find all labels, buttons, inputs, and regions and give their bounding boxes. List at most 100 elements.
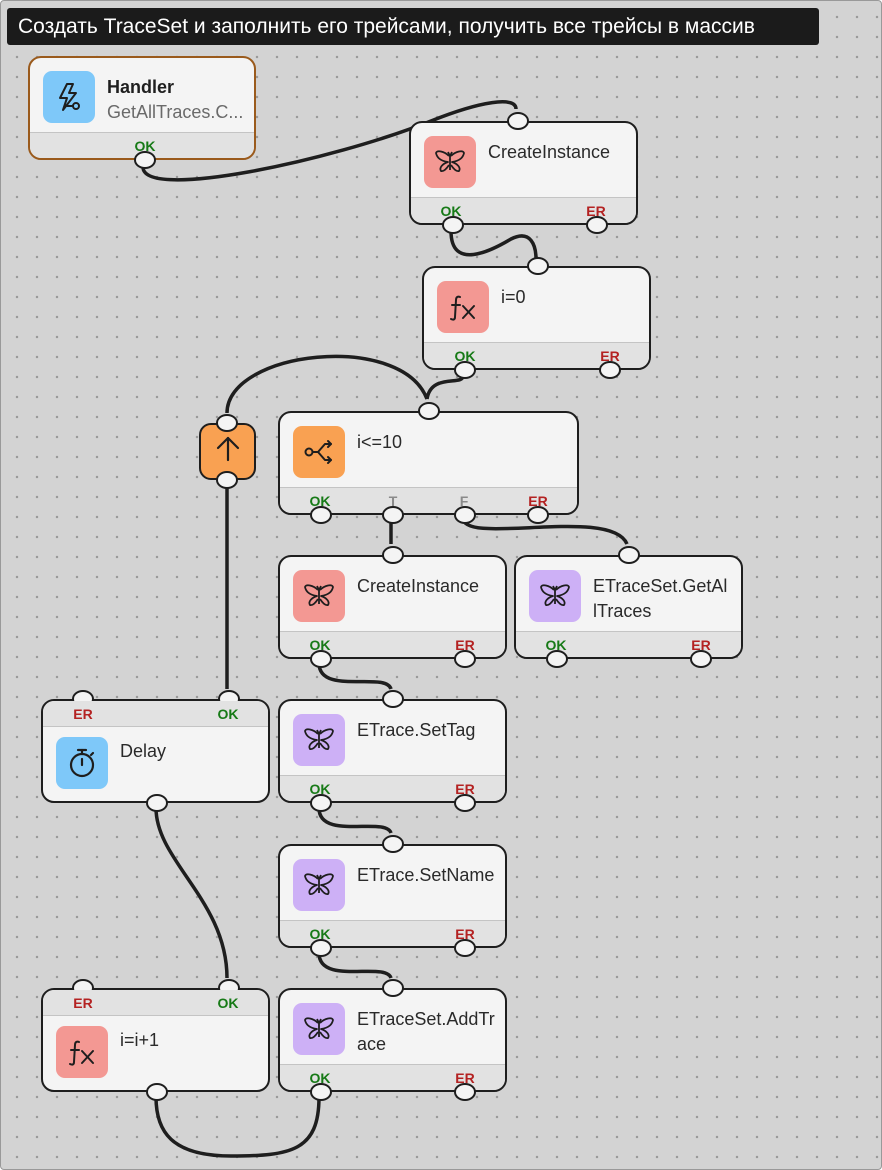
ok-port-label: OK — [309, 493, 331, 509]
addtrace-label: ETraceSet.AddTrace — [357, 1009, 495, 1054]
er-port-label: ER — [73, 995, 93, 1011]
handler-subtitle: GetAllTraces.C... — [107, 102, 244, 122]
createinstance-2-ok-port[interactable] — [310, 650, 332, 668]
delay-ports: ER OK — [43, 701, 268, 727]
ok-port-label: OK — [309, 637, 331, 653]
assign-i0-input-port[interactable] — [527, 257, 549, 275]
arrow-up-icon — [213, 434, 243, 469]
handler-node[interactable]: Handler GetAllTraces.C... OK — [28, 56, 256, 169]
ok-port-label: OK — [134, 138, 156, 154]
er-port-label: ER — [455, 781, 475, 797]
butterfly-icon — [293, 1003, 345, 1055]
addtrace-er-port[interactable] — [454, 1083, 476, 1101]
createinstance-1-er-port[interactable] — [586, 216, 608, 234]
gettraces-er-port[interactable] — [690, 650, 712, 668]
butterfly-icon — [424, 136, 476, 188]
addtrace-node[interactable]: ETraceSet.AddTrace OK ER — [278, 979, 507, 1101]
assign-i0-ports: OK ER — [424, 342, 649, 368]
branch-icon — [293, 426, 345, 478]
wire-condition-f-to-gettraces — [461, 517, 629, 545]
delay-input-port[interactable] — [146, 794, 168, 812]
condition-false-port[interactable] — [454, 506, 476, 524]
delay-node[interactable]: ER OK Delay — [41, 690, 270, 812]
setname-ok-port[interactable] — [310, 939, 332, 957]
ok-port-label: OK — [217, 706, 239, 722]
wire-i0-to-condition — [425, 375, 465, 400]
loop-back-node[interactable] — [199, 414, 256, 489]
gettraces-label: ETraceSet.GetAllTraces — [593, 576, 728, 621]
er-port-label: ER — [73, 706, 93, 722]
settag-node[interactable]: ETrace.SetTag OK ER — [278, 690, 507, 812]
gettraces-ok-port[interactable] — [546, 650, 568, 668]
increment-node[interactable]: ER OK i=i+1 — [41, 979, 270, 1101]
createinstance-node-1[interactable]: CreateInstance OK ER — [409, 112, 638, 234]
createinstance-1-label: CreateInstance — [488, 142, 611, 162]
lightning-icon — [43, 71, 95, 123]
addtrace-input-port[interactable] — [382, 979, 404, 997]
function-fx-icon — [437, 281, 489, 333]
flow-title: Создать TraceSet и заполнить его трейсам… — [7, 8, 819, 45]
createinstance-2-label: CreateInstance — [357, 576, 480, 596]
assign-i0-node[interactable]: i=0 OK ER — [422, 257, 651, 379]
createinstance-1-ok-port[interactable] — [442, 216, 464, 234]
ok-port-label: OK — [217, 995, 239, 1011]
condition-true-port[interactable] — [382, 506, 404, 524]
condition-node[interactable]: i<=10 OK T F ER — [278, 402, 579, 524]
er-port-label: ER — [600, 348, 620, 364]
settag-label: ETrace.SetTag — [357, 720, 476, 740]
condition-input-port[interactable] — [418, 402, 440, 420]
loop-back-output-port[interactable] — [216, 414, 238, 432]
handler-label: Handler GetAllTraces.C... — [107, 75, 244, 125]
wire-handler-to-createinstance — [141, 100, 518, 182]
wire-settag-to-setname — [317, 807, 393, 834]
handler-title: Handler — [107, 77, 175, 97]
setname-er-port[interactable] — [454, 939, 476, 957]
butterfly-icon — [293, 570, 345, 622]
createinstance-1-input-port[interactable] — [507, 112, 529, 130]
delay-label: Delay — [120, 741, 167, 761]
createinstance-2-input-port[interactable] — [382, 546, 404, 564]
wire-createinstance-to-settag — [317, 662, 393, 690]
wire-createinstance-to-i0 — [449, 230, 538, 260]
wire-loopback-to-condition — [225, 354, 429, 414]
setname-input-port[interactable] — [382, 835, 404, 853]
wire-setname-to-addtrace — [317, 952, 393, 979]
stopwatch-icon — [56, 737, 108, 789]
er-port-label: ER — [528, 493, 548, 509]
settag-er-port[interactable] — [454, 794, 476, 812]
setname-node[interactable]: ETrace.SetName OK ER — [278, 835, 507, 957]
ok-port-label: OK — [309, 781, 331, 797]
increment-input-port[interactable] — [146, 1083, 168, 1101]
loop-back-input-port[interactable] — [216, 471, 238, 489]
ok-port-label: OK — [309, 926, 331, 942]
setname-label: ETrace.SetName — [357, 865, 495, 885]
condition-er-port[interactable] — [527, 506, 549, 524]
true-port-label: T — [388, 493, 398, 509]
addtrace-ok-port[interactable] — [310, 1083, 332, 1101]
er-port-label: ER — [691, 637, 711, 653]
wire-addtrace-to-increment — [154, 1096, 321, 1158]
handler-ok-port[interactable] — [134, 151, 156, 169]
ok-port-label: OK — [440, 203, 462, 219]
condition-label: i<=10 — [357, 432, 403, 452]
createinstance-node-2[interactable]: CreateInstance OK ER — [278, 546, 507, 668]
er-port-label: ER — [455, 1070, 475, 1086]
wire-increment-to-delay — [154, 807, 229, 979]
createinstance-2-er-port[interactable] — [454, 650, 476, 668]
settag-input-port[interactable] — [382, 690, 404, 708]
butterfly-icon — [293, 859, 345, 911]
gettraces-node[interactable]: ETraceSet.GetAllTraces OK ER — [514, 546, 743, 668]
butterfly-icon — [529, 570, 581, 622]
gettraces-input-port[interactable] — [618, 546, 640, 564]
increment-label: i=i+1 — [120, 1030, 160, 1050]
handler-ports: OK — [30, 132, 254, 158]
er-port-label: ER — [455, 637, 475, 653]
assign-i0-er-port[interactable] — [599, 361, 621, 379]
condition-ok-port[interactable] — [310, 506, 332, 524]
settag-ok-port[interactable] — [310, 794, 332, 812]
false-port-label: F — [459, 493, 469, 509]
increment-ports: ER OK — [43, 990, 268, 1016]
assign-i0-ok-port[interactable] — [454, 361, 476, 379]
